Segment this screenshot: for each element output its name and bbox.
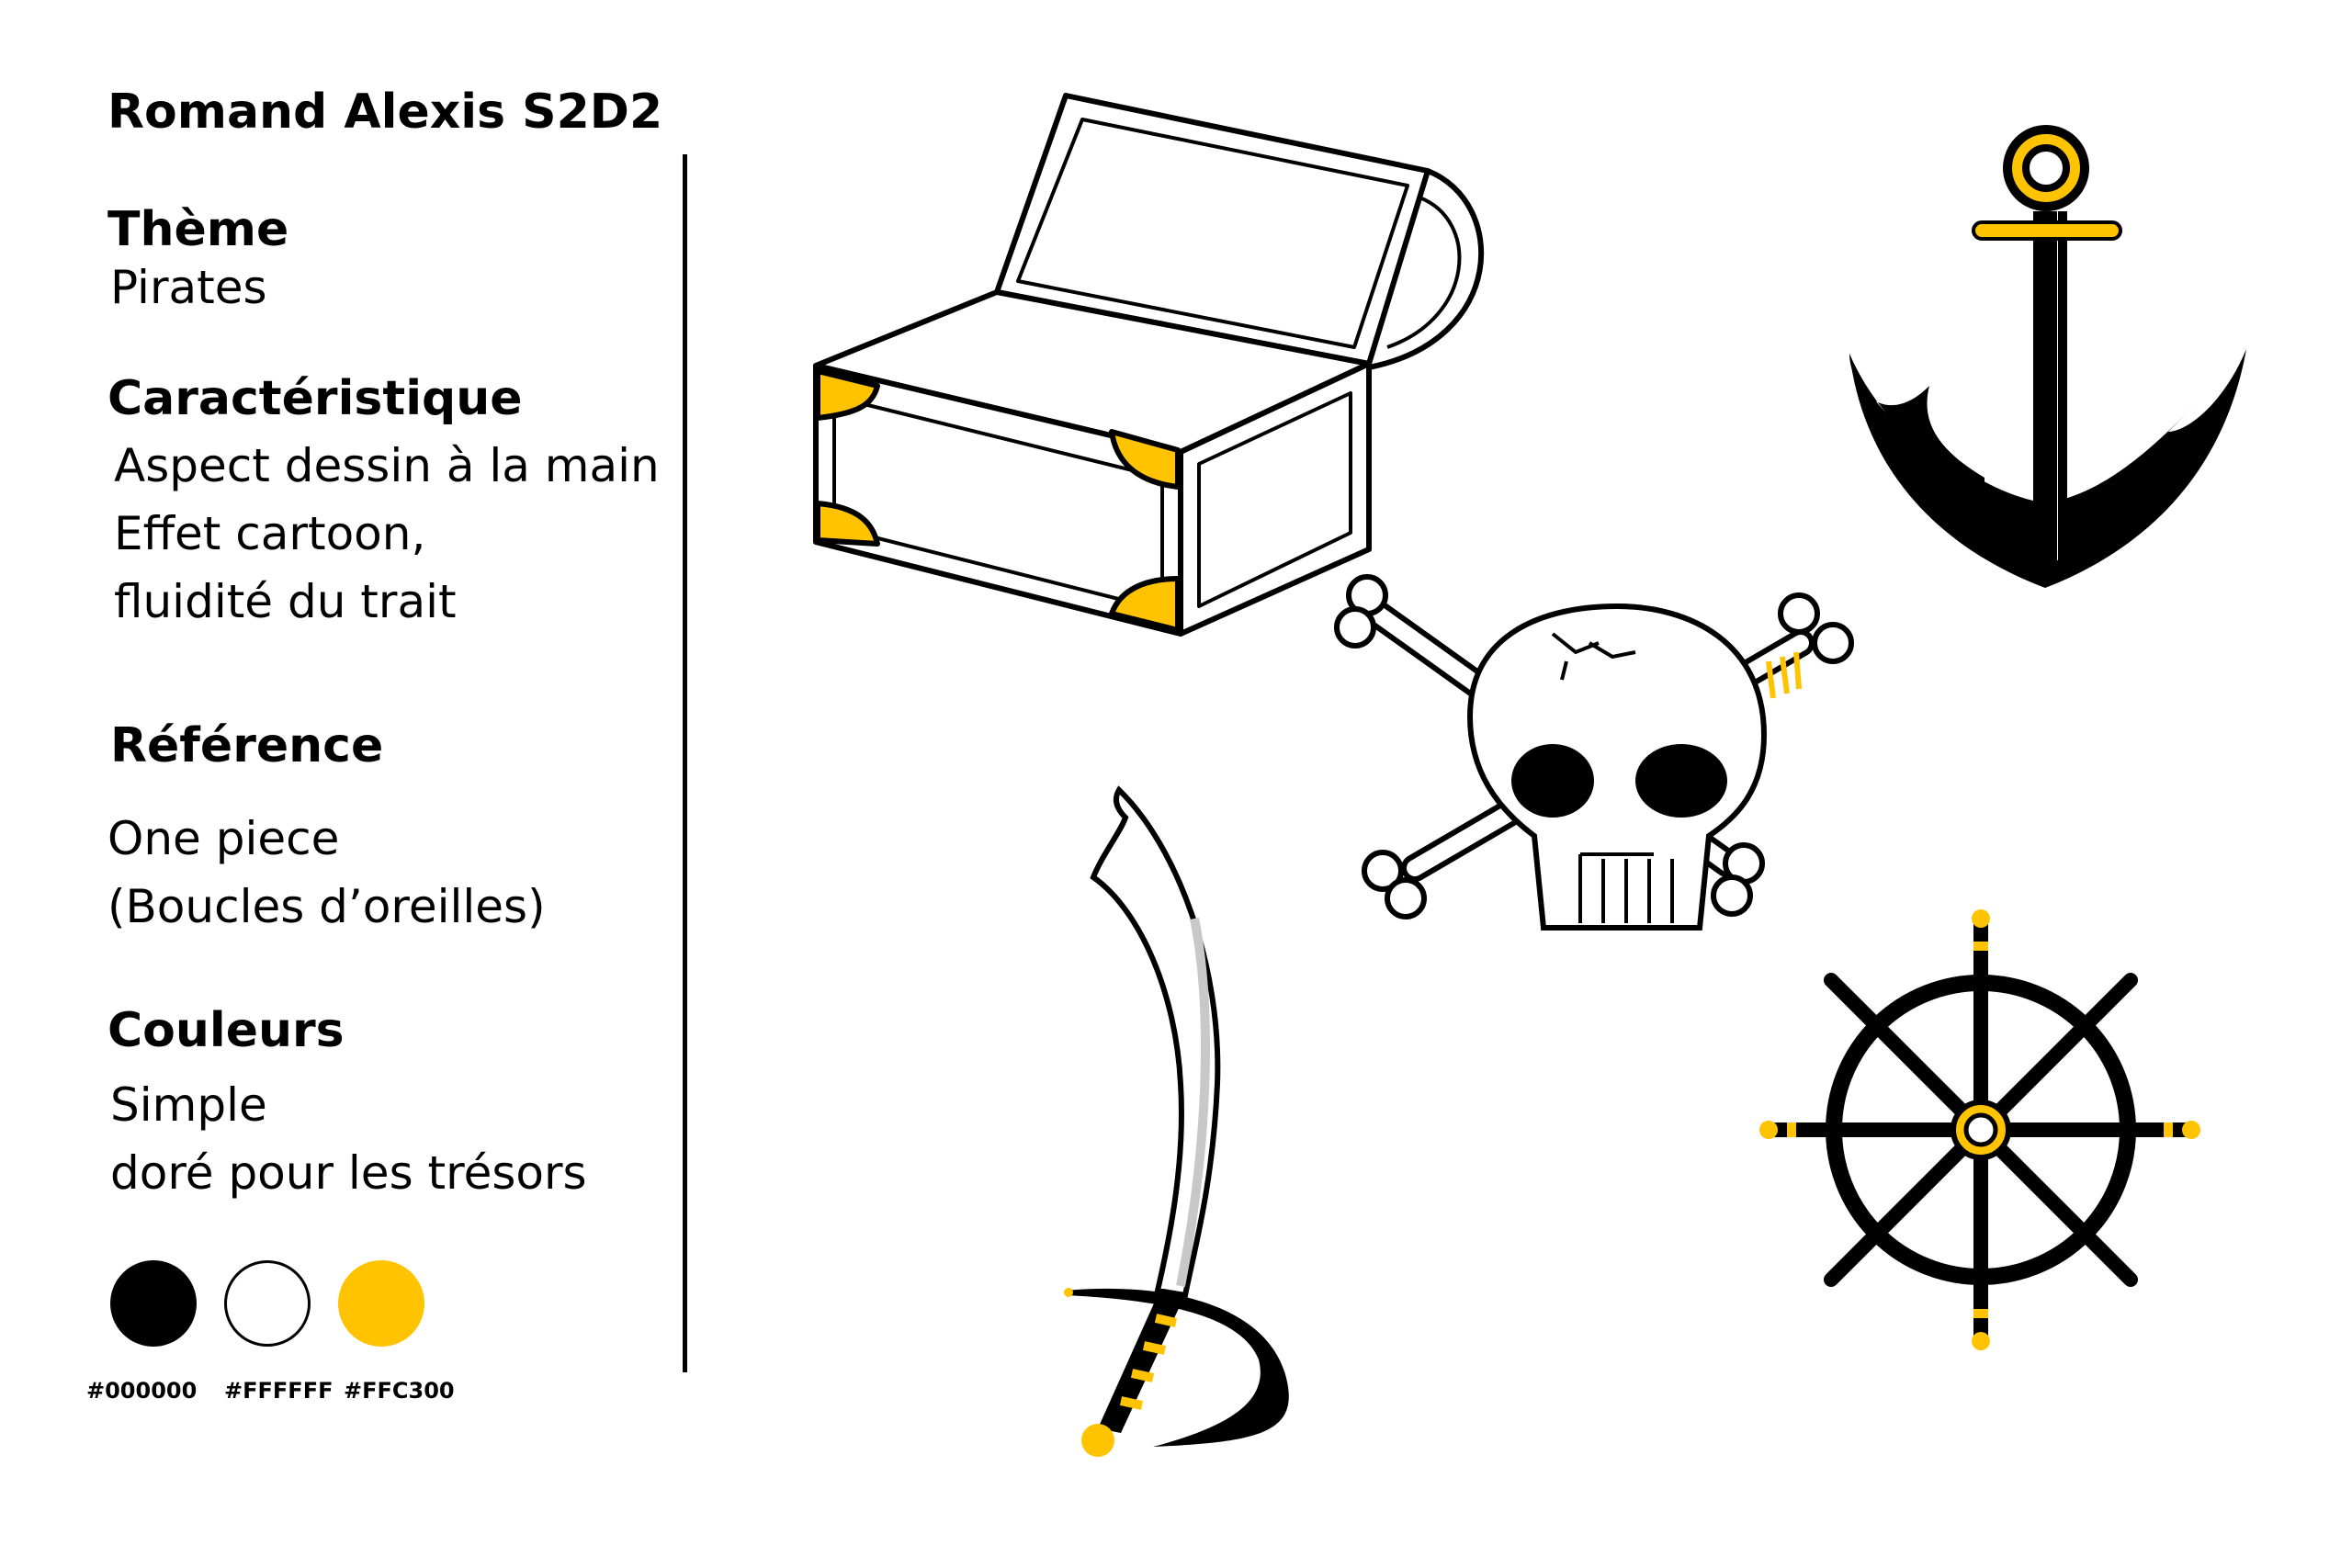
characteristic-line-2: Effet cartoon, [114, 507, 426, 560]
heading-reference: Référence [110, 718, 384, 773]
characteristic-line-1: Aspect dessin à la main [114, 439, 660, 492]
treasure-chest-icon [813, 93, 1485, 637]
anchor-icon [1849, 125, 2246, 588]
swatch-gold [338, 1260, 424, 1347]
swatch-black [110, 1260, 197, 1347]
characteristic-line-3: fluidité du trait [114, 575, 457, 628]
reference-line-1: One piece [107, 812, 340, 865]
swatch-white [224, 1260, 311, 1347]
hex-black: #000000 [86, 1378, 198, 1404]
theme-value: Pirates [110, 261, 267, 314]
heading-characteristic: Caractéristique [107, 371, 523, 426]
colors-line-1: Simple [110, 1078, 267, 1132]
sabre-icon [1064, 785, 1289, 1457]
hex-gold: #FFC300 [344, 1378, 455, 1404]
hex-white: #FFFFFF [224, 1378, 334, 1404]
ship-wheel-icon [1759, 909, 2200, 1350]
column-divider [683, 154, 687, 1372]
reference-line-2: (Boucles d’oreilles) [107, 880, 546, 933]
heading-theme: Thème [107, 202, 289, 257]
heading-colors: Couleurs [107, 1003, 345, 1058]
skull-crossbones-icon [1334, 574, 1854, 931]
colors-line-2: doré pour les trésors [110, 1146, 587, 1200]
author-name: Romand Alexis S2D2 [107, 85, 663, 140]
